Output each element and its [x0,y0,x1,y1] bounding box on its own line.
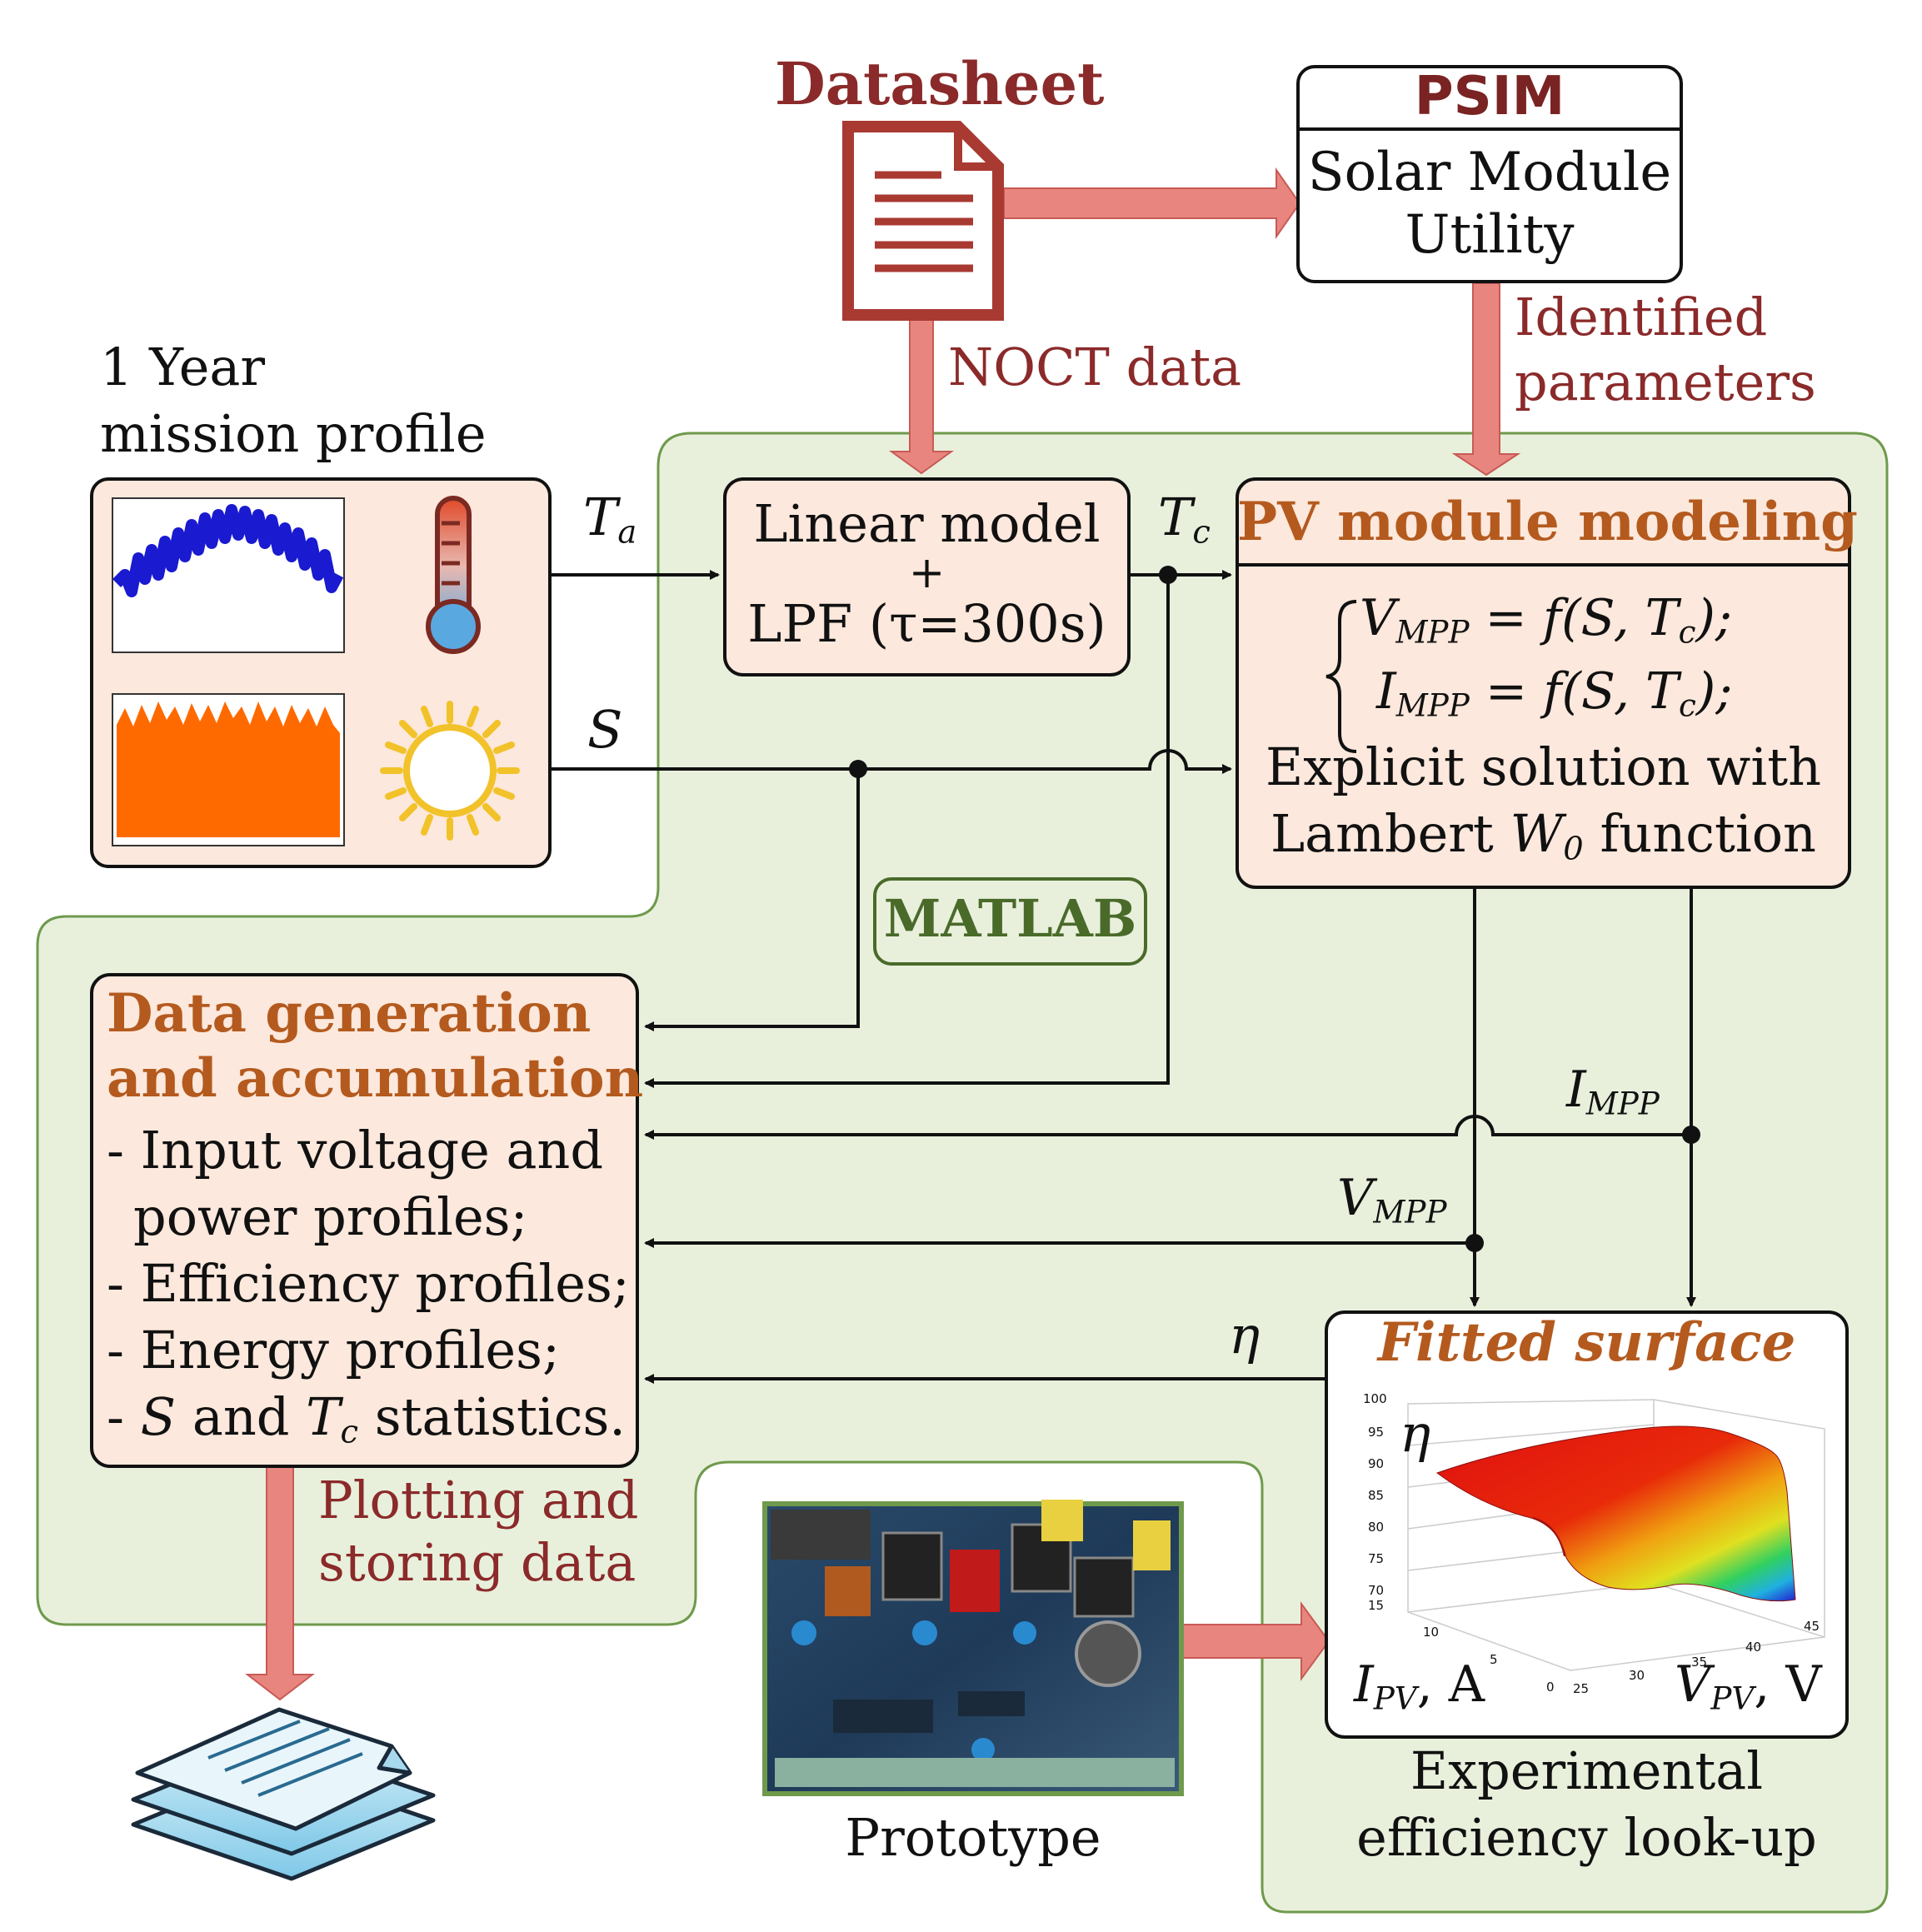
i-tick: 10 [1423,1625,1440,1640]
psim-box [1296,65,1683,283]
z-tick: 70 [1368,1583,1385,1598]
matlab-label: MATLAB [883,888,1137,949]
pv-eq-impp: IMPP = f(S, Tc); [1376,662,1733,724]
temperature-trace [112,504,344,597]
irradiance-fill [117,701,340,837]
sun-icon [380,701,520,841]
datagen-title-2: and accumulation [107,1047,644,1110]
datagen-item-2: - Efficiency profiles; [107,1253,630,1314]
mission-label-2: mission profile [100,403,487,464]
v-tick: 30 [1629,1668,1645,1683]
s-label: S [587,699,623,760]
prototype-label: Prototype [845,1807,1101,1868]
linear-line3: LPF (τ=300s) [747,593,1106,654]
v-tick: 25 [1573,1681,1590,1696]
eta-label: η [1229,1305,1261,1365]
psim-title: PSIM [1414,66,1565,127]
z-tick: 90 [1368,1456,1385,1471]
datagen-item-3: - Energy profiles; [107,1320,560,1380]
thermometer-icon [426,496,481,654]
fitted-y-axis: VPV, V [1675,1655,1822,1717]
pink-arrows [245,167,1521,1701]
z-tick: 75 [1368,1551,1385,1566]
z-tick: 80 [1368,1520,1385,1535]
psim-line1: Solar Module [1307,142,1672,203]
mission-label-1: 1 Year [100,337,265,397]
i-tick: 15 [1368,1598,1385,1613]
z-tick: 95 [1368,1425,1385,1440]
document-icon [842,121,1004,321]
pv-eq-vmpp: VMPP = f(S, Tc); [1360,589,1733,651]
linear-line1: Linear model [753,493,1101,554]
storage-icon [131,1707,436,1881]
fitted-x-axis: IPV, A [1354,1655,1485,1717]
junction-dots [849,566,1700,1252]
identified-label-2: parameters [1515,352,1816,412]
linear-line2: + [908,548,946,598]
i-tick: 0 [1546,1680,1555,1695]
data-generation-box [90,973,639,1468]
pv-modeling-box [1236,477,1851,889]
datagen-item-1a: - Input voltage and [107,1120,604,1181]
i-tick: 5 [1490,1652,1498,1667]
linear-model-box [723,477,1131,676]
v-tick: 45 [1804,1619,1820,1634]
pv-line3: Explicit solution with [1265,736,1822,797]
prototype-photo [762,1500,1184,1796]
noct-label: NOCT data [948,337,1242,397]
tc-label: Tc [1158,487,1211,552]
fitted-eta-axis: η [1400,1403,1431,1464]
v-tick: 35 [1691,1655,1708,1670]
z-tick: 100 [1363,1391,1387,1406]
v-tick: 40 [1745,1640,1762,1655]
datasheet-title: Datasheet [775,49,1105,118]
z-tick: 85 [1368,1488,1385,1503]
datagen-title-1: Data generation [107,982,592,1045]
plotting-label-2: storing data [318,1532,637,1593]
psim-line2: Utility [1405,204,1575,266]
identified-label-1: Identified [1515,287,1768,347]
equation-brace [1325,600,1357,753]
datagen-item-1b: power profiles; [133,1186,528,1247]
pv-title: PV module modeling [1237,491,1858,553]
vmpp-label: VMPP [1337,1169,1447,1231]
impp-label: IMPP [1566,1061,1660,1122]
experimental-label-1: Experimental [1410,1740,1764,1801]
matlab-badge [873,877,1147,966]
experimental-label-2: efficiency look-up [1356,1807,1817,1868]
datagen-item-4: - S and Tc statistics. [107,1386,627,1451]
ta-label: Ta [583,487,637,552]
pv-line4: Lambert W0 function [1270,803,1816,868]
plotting-label-1: Plotting and [318,1470,639,1530]
fitted-title: Fitted surface [1377,1311,1796,1374]
